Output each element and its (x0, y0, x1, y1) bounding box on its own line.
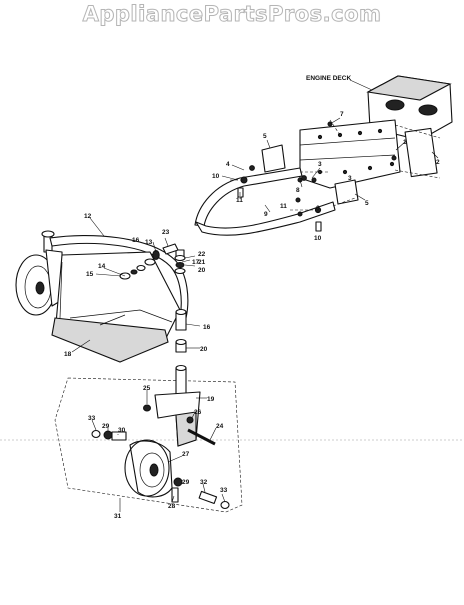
callout-3b: 3 (348, 175, 352, 182)
caster-yoke (143, 364, 201, 447)
callout-15: 15 (86, 271, 94, 278)
callout-3: 3 (318, 161, 322, 168)
callout-22: 22 (198, 251, 206, 258)
engine-deck-label: ENGINE DECK (306, 75, 351, 82)
callout-29b: 29 (182, 479, 190, 486)
callout-7: 7 (340, 111, 344, 118)
callout-13: 13 (145, 239, 153, 246)
callout-23: 23 (162, 229, 170, 236)
callout-6: 6 (316, 205, 320, 212)
callout-26: 26 (194, 409, 202, 416)
bushing-stack (119, 243, 187, 353)
callout-33: 33 (88, 415, 96, 422)
callout-30: 30 (118, 427, 126, 434)
callout-10: 10 (212, 173, 220, 180)
front-caster-assembly (15, 230, 63, 316)
callout-17: 17 (192, 259, 200, 266)
leader-lines (71, 117, 439, 512)
callout-1: 1 (403, 139, 407, 146)
callout-2: 2 (436, 159, 440, 166)
callout-labels: 1 2 3 4 5 5 7 8 9 10 10 11 11 6 3 12 13 … (64, 111, 440, 520)
callout-11: 11 (236, 197, 243, 204)
callout-5b: 5 (365, 200, 369, 207)
callout-18: 18 (64, 351, 72, 358)
callout-24: 24 (216, 423, 224, 430)
axle-tube (194, 167, 356, 236)
rear-wheel (124, 439, 173, 498)
callout-10b: 10 (314, 235, 322, 242)
callout-8: 8 (296, 187, 300, 194)
callout-31: 31 (114, 513, 122, 520)
callout-11b: 11 (280, 203, 287, 210)
callout-29: 29 (102, 423, 110, 430)
callout-33b: 33 (220, 487, 228, 494)
callout-9: 9 (264, 211, 268, 218)
wheel-hardware (91, 429, 230, 510)
watermark-logo: AppliancePartsPros.com (82, 2, 382, 27)
callout-16b: 16 (203, 324, 211, 331)
callout-12: 12 (84, 213, 92, 220)
brackets (261, 144, 359, 205)
callout-25: 25 (143, 385, 151, 392)
frame-bracket (299, 119, 441, 189)
callout-21: 21 (198, 259, 206, 266)
callout-19: 19 (207, 396, 215, 403)
callout-20: 20 (198, 267, 206, 274)
callout-28: 28 (168, 503, 176, 510)
callout-27: 27 (182, 451, 190, 458)
callout-5: 5 (263, 133, 267, 140)
callout-14: 14 (98, 263, 106, 270)
callout-20b: 20 (200, 346, 208, 353)
callout-4: 4 (226, 161, 230, 168)
foot-deck-plate (51, 251, 181, 363)
callout-32: 32 (200, 479, 208, 486)
hardware (230, 121, 397, 232)
caster-group-outline (54, 377, 243, 513)
callout-16: 16 (132, 237, 140, 244)
